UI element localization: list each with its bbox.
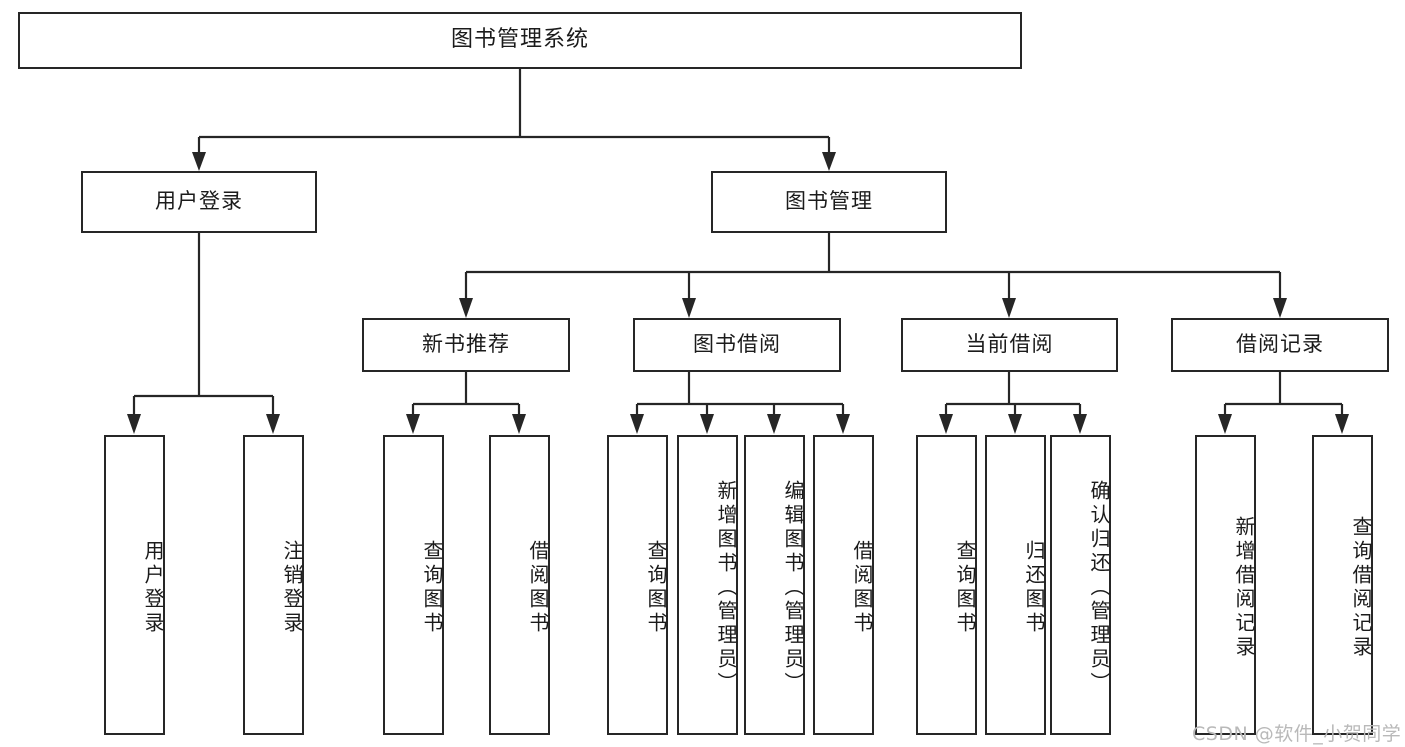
node-label: 借阅图书 xyxy=(850,540,874,636)
node-root-system[interactable]: 图书管理系统 xyxy=(18,12,1022,69)
node-label: 查询图书 xyxy=(953,540,977,636)
node-label: 图书管理系统 xyxy=(450,27,589,53)
leaf-user-login-logout[interactable]: 注销登录 xyxy=(243,435,304,735)
node-label: 查询图书 xyxy=(420,540,444,636)
node-current-borrow[interactable]: 当前借阅 xyxy=(901,318,1118,372)
node-label: 查询图书 xyxy=(644,540,668,636)
node-user-login[interactable]: 用户登录 xyxy=(81,171,317,233)
leaf-record-query-record[interactable]: 查询借阅记录 xyxy=(1312,435,1373,735)
node-label: 编辑图书（管理员） xyxy=(781,480,805,696)
node-label: 借阅图书 xyxy=(526,540,550,636)
node-label: 新增图书（管理员） xyxy=(714,480,738,696)
node-label: 用户登录 xyxy=(155,189,243,214)
node-label: 归还图书 xyxy=(1022,540,1046,636)
leaf-borrow-add-book-admin[interactable]: 新增图书（管理员） xyxy=(677,435,738,735)
leaf-current-query-book[interactable]: 查询图书 xyxy=(916,435,977,735)
node-label: 确认归还（管理员） xyxy=(1087,480,1111,696)
node-borrow-record[interactable]: 借阅记录 xyxy=(1171,318,1389,372)
leaf-borrow-borrow-book[interactable]: 借阅图书 xyxy=(813,435,874,735)
node-label: 借阅记录 xyxy=(1236,332,1324,357)
node-new-book-recommend[interactable]: 新书推荐 xyxy=(362,318,570,372)
node-label: 当前借阅 xyxy=(965,332,1054,357)
leaf-current-return-book[interactable]: 归还图书 xyxy=(985,435,1046,735)
node-label: 图书管理 xyxy=(785,189,873,214)
leaf-borrow-edit-book-admin[interactable]: 编辑图书（管理员） xyxy=(744,435,805,735)
node-label: 图书借阅 xyxy=(693,332,781,357)
node-label: 新增借阅记录 xyxy=(1232,516,1256,660)
node-book-borrow[interactable]: 图书借阅 xyxy=(633,318,841,372)
leaf-recommend-query-book[interactable]: 查询图书 xyxy=(383,435,444,735)
leaf-recommend-borrow-book[interactable]: 借阅图书 xyxy=(489,435,550,735)
node-label: 注销登录 xyxy=(280,540,304,636)
node-label: 新书推荐 xyxy=(422,332,510,357)
leaf-user-login-login[interactable]: 用户登录 xyxy=(104,435,165,735)
node-label: 用户登录 xyxy=(141,540,165,636)
node-book-management[interactable]: 图书管理 xyxy=(711,171,947,233)
leaf-borrow-query-book[interactable]: 查询图书 xyxy=(607,435,668,735)
leaf-current-confirm-return-admin[interactable]: 确认归还（管理员） xyxy=(1050,435,1111,735)
leaf-record-add-record[interactable]: 新增借阅记录 xyxy=(1195,435,1256,735)
node-label: 查询借阅记录 xyxy=(1349,516,1373,660)
csdn-watermark: CSDN @软件_小贺同学 xyxy=(1192,723,1402,745)
